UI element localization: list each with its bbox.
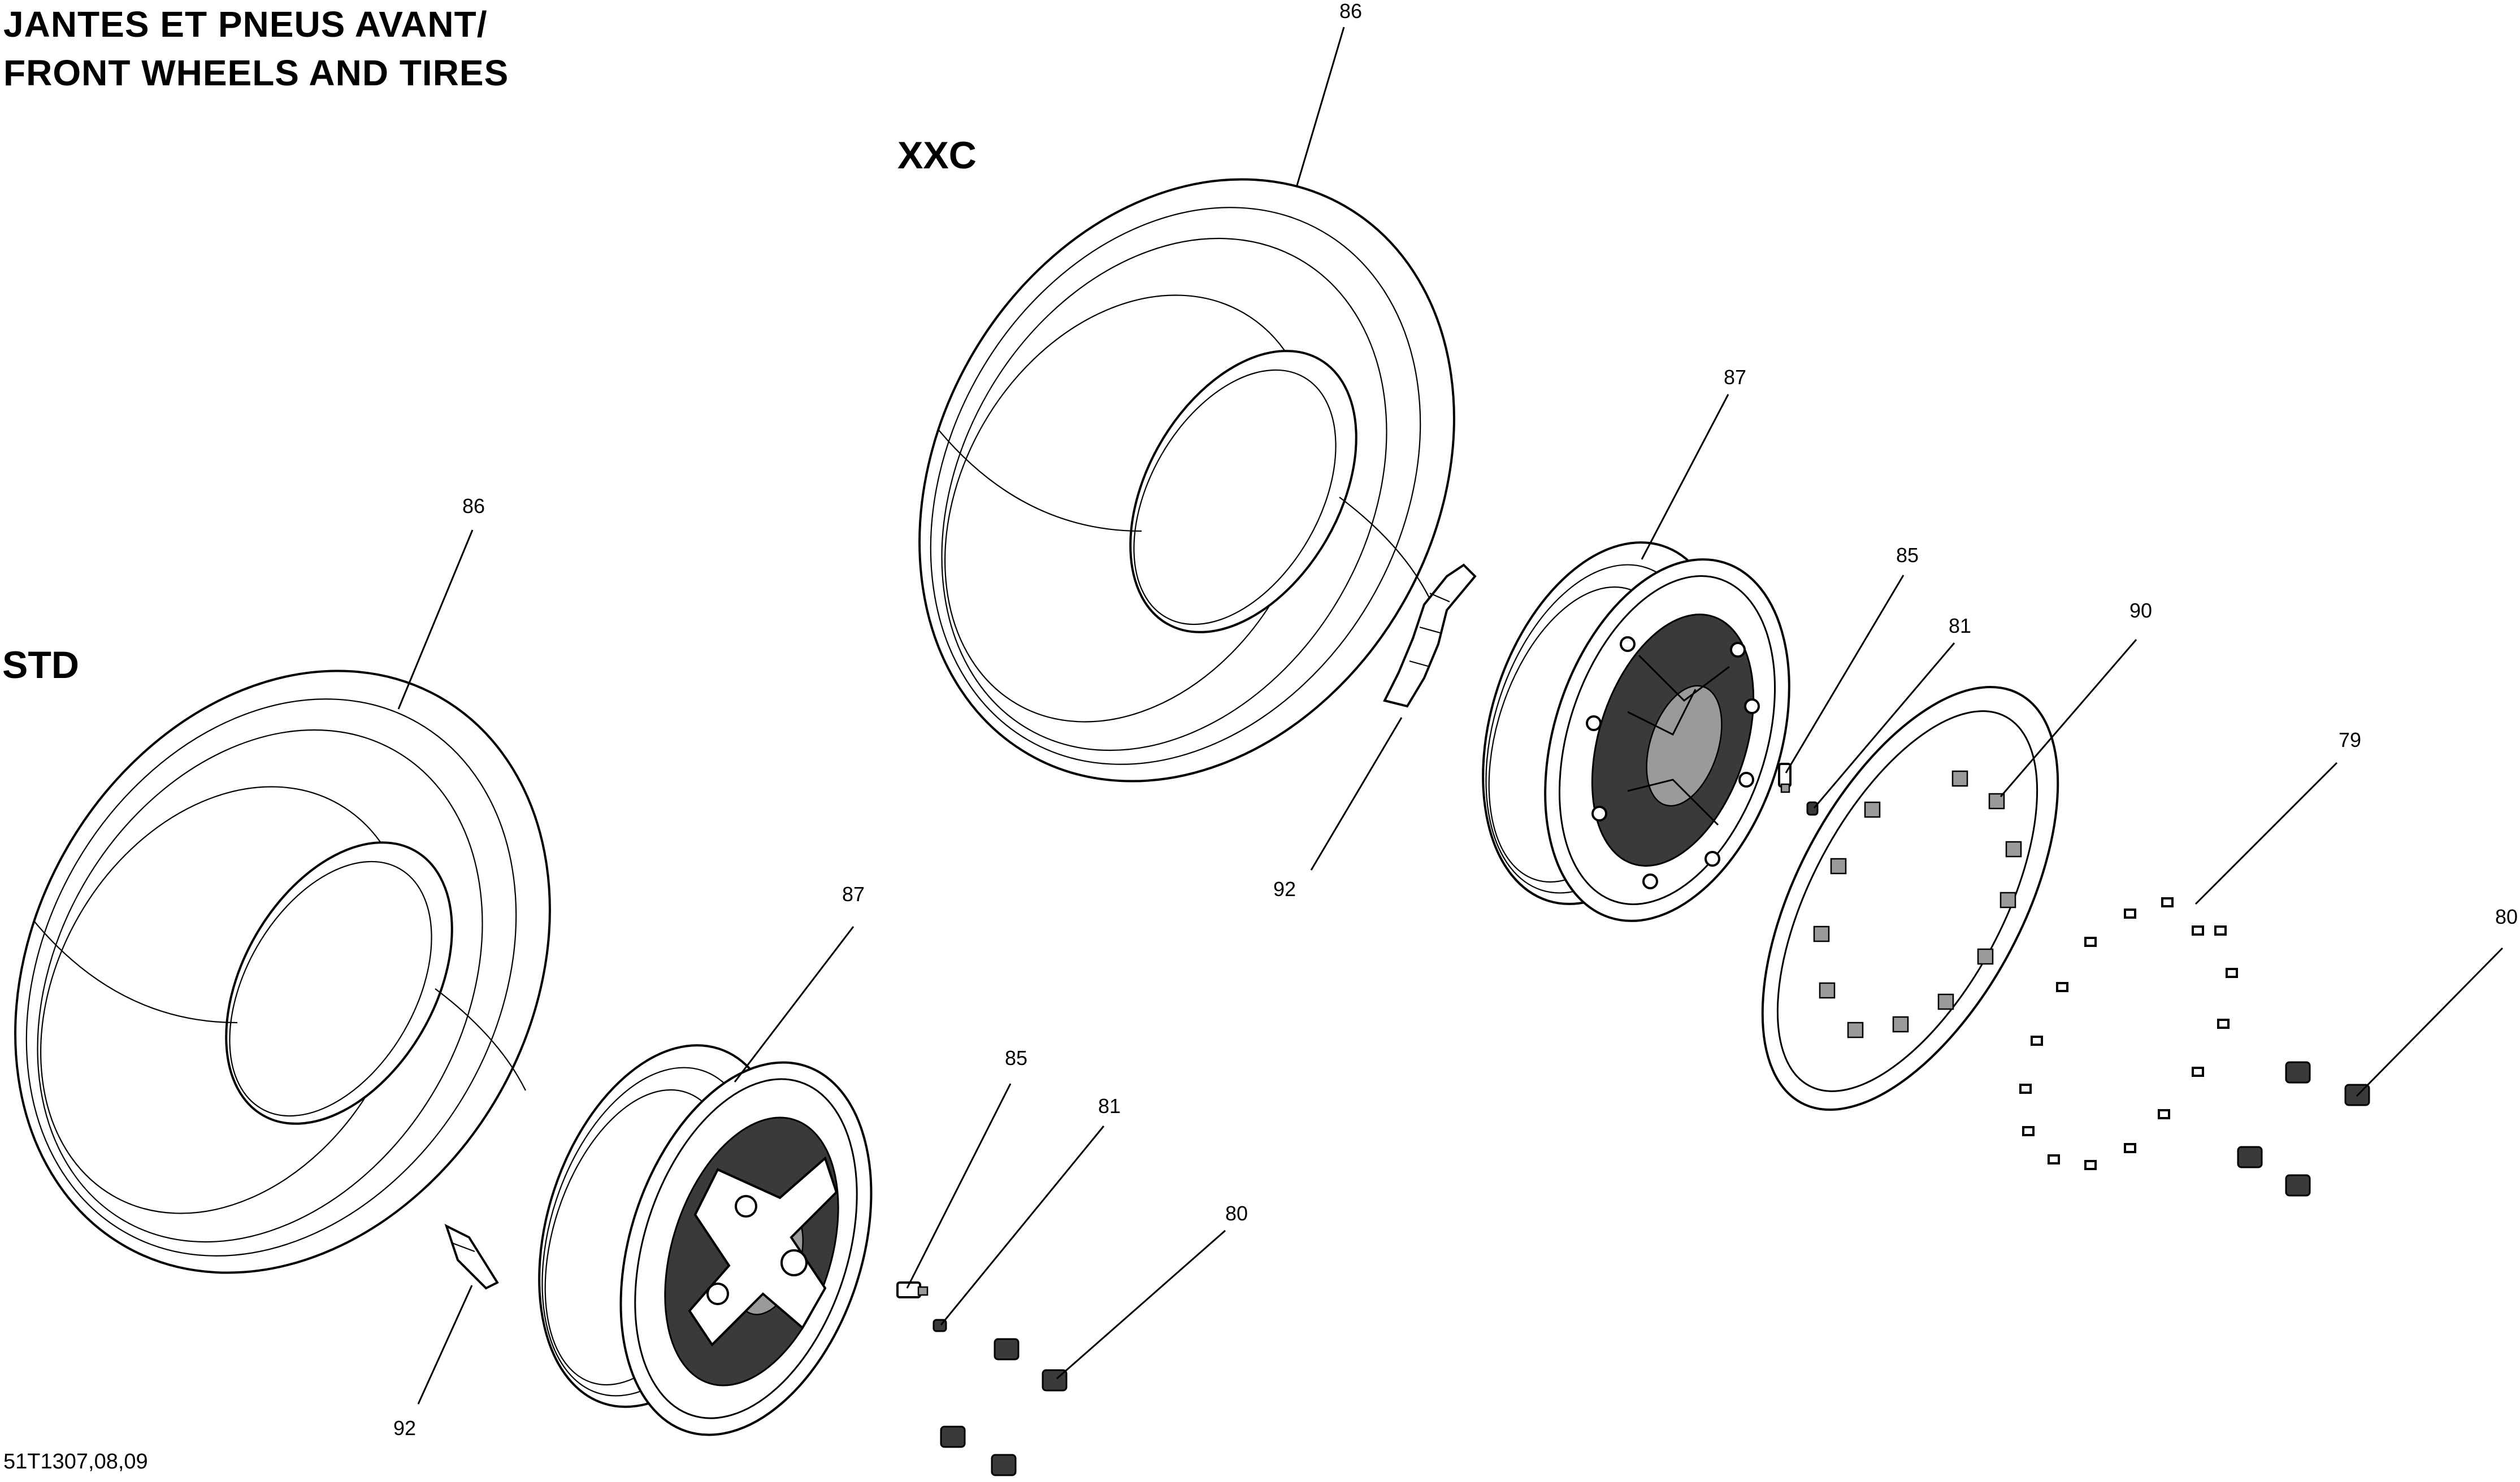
xxc-wheel-nuts xyxy=(2237,1061,2370,1197)
callout-std-weight: 92 xyxy=(393,1416,416,1440)
callout-xxc-valve: 85 xyxy=(1896,544,1919,567)
xxc-valve-cap xyxy=(1806,801,1819,816)
xxc-balance-weight xyxy=(1383,563,1477,708)
variant-label-xxc: XXC xyxy=(897,134,977,177)
std-rim xyxy=(538,1044,873,1436)
variant-label-std: STD xyxy=(2,644,79,686)
callout-std-cap: 81 xyxy=(1098,1094,1121,1118)
callout-xxc-rim: 87 xyxy=(1724,366,1746,389)
std-balance-weight xyxy=(444,1224,499,1290)
std-wheel-nuts xyxy=(940,1338,1068,1476)
xxc-ring-screws xyxy=(2019,897,2238,1170)
callout-xxc-cap: 81 xyxy=(1949,614,1971,637)
callout-xxc-screws: 79 xyxy=(2339,728,2361,751)
callout-xxc-weight: 92 xyxy=(1273,877,1296,901)
drawing-code: 51T1307,08,09 xyxy=(3,1450,148,1474)
callout-std-rim: 87 xyxy=(842,883,865,906)
callout-xxc-nut: 80 xyxy=(2495,905,2518,928)
callout-xxc-tire: 86 xyxy=(1339,0,1362,23)
xxc-tire xyxy=(918,178,1455,783)
std-valve-stem xyxy=(896,1281,929,1298)
callout-labels: 86 87 85 81 90 79 80 92 86 87 85 81 80 9… xyxy=(393,0,2518,1440)
xxc-rim xyxy=(1482,541,1790,922)
callout-std-nut: 80 xyxy=(1225,1202,1248,1225)
callout-xxc-ring: 90 xyxy=(2129,599,2152,622)
std-tire xyxy=(14,670,551,1274)
title-french: JANTES ET PNEUS AVANT/ xyxy=(3,4,488,45)
title-english: FRONT WHEELS AND TIRES xyxy=(3,53,509,93)
callout-std-tire: 86 xyxy=(462,494,485,518)
xxc-beadlock-ring xyxy=(1761,686,2059,1111)
leader-lines xyxy=(397,27,2504,1405)
callout-std-valve: 85 xyxy=(1005,1046,1027,1070)
